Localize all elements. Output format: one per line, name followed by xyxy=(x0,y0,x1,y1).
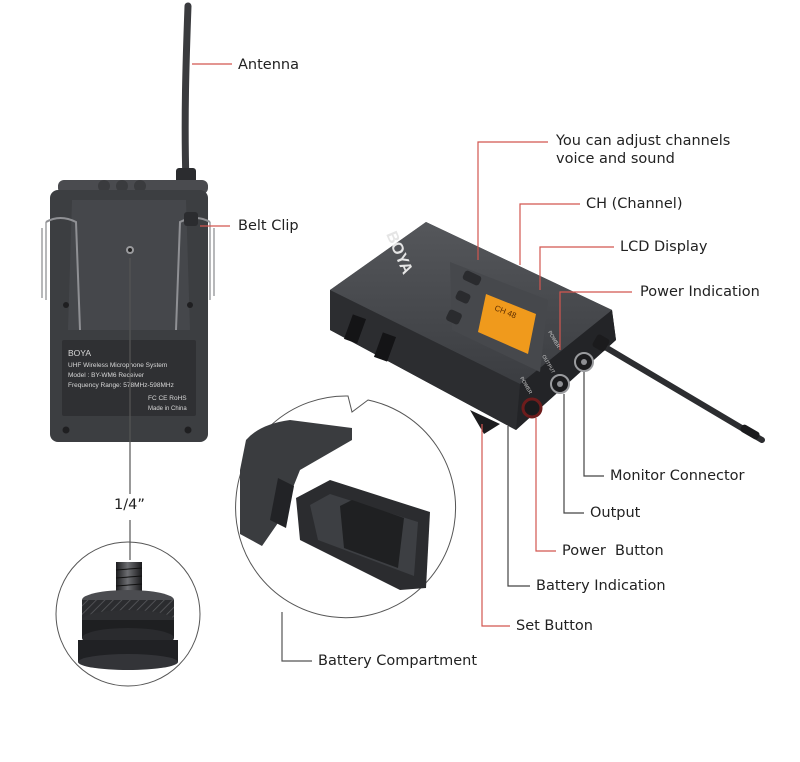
output-label: Output xyxy=(590,505,641,521)
power-button-label: Power Button xyxy=(562,543,664,559)
spec-origin: Made in China xyxy=(148,406,187,412)
adjust-label-line-1: You can adjust channels xyxy=(556,133,731,149)
output-leader xyxy=(563,394,584,514)
power-indication-label: Power Indication xyxy=(640,284,760,300)
ch-channel-label: CH (Channel) xyxy=(586,196,683,212)
spec-label-plate xyxy=(62,340,196,416)
belt-clip xyxy=(68,200,190,330)
battery-compartment-label: Battery Compartment xyxy=(318,653,478,669)
adjust-leader xyxy=(477,141,548,260)
set-button-leader xyxy=(481,424,510,627)
receiver-antenna xyxy=(597,341,765,443)
spec-label-text: BOYA UHF Wireless Microphone System Mode… xyxy=(68,348,187,412)
belt-clip-label: Belt Clip xyxy=(238,218,299,234)
lcd-display-leader xyxy=(539,246,614,290)
quarter-inch-label: 1/4” xyxy=(114,497,145,513)
up-button xyxy=(462,270,482,286)
hot-shoe-adapter xyxy=(55,541,201,687)
spec-line-3: Frequency Range: 578MHz-598MHz xyxy=(68,382,174,389)
battery-compartment-zoom xyxy=(235,395,457,619)
battery-compartment-leader xyxy=(281,612,312,662)
spec-certs: FC CE RoHS xyxy=(148,395,187,402)
set-button-label: Set Button xyxy=(516,618,593,634)
monitor-connector-leader xyxy=(583,372,604,477)
spec-brand: BOYA xyxy=(68,348,91,358)
spec-line-1: UHF Wireless Microphone System xyxy=(68,362,167,369)
leader-lines xyxy=(129,63,632,662)
battery-indication-label: Battery Indication xyxy=(536,578,666,594)
power-indication-leader xyxy=(559,291,632,350)
antenna-label: Antenna xyxy=(238,57,299,73)
receiver-front-view xyxy=(330,222,765,443)
antenna-wire xyxy=(181,2,192,186)
battery-indication-leader xyxy=(507,426,530,587)
down-button xyxy=(446,309,462,325)
ch-channel-leader xyxy=(519,203,580,265)
menu-button xyxy=(455,290,471,304)
power-button-leader xyxy=(535,418,556,552)
adjust-label-line-2: voice and sound xyxy=(556,151,675,167)
spec-line-2: Model : BY-WM6 Receiver xyxy=(68,372,145,379)
monitor-connector-label: Monitor Connector xyxy=(610,468,745,484)
lcd-screen xyxy=(478,294,536,354)
lcd-display-label: LCD Display xyxy=(620,239,708,255)
receiver-back-view xyxy=(41,2,215,442)
power-button-port xyxy=(521,397,543,419)
